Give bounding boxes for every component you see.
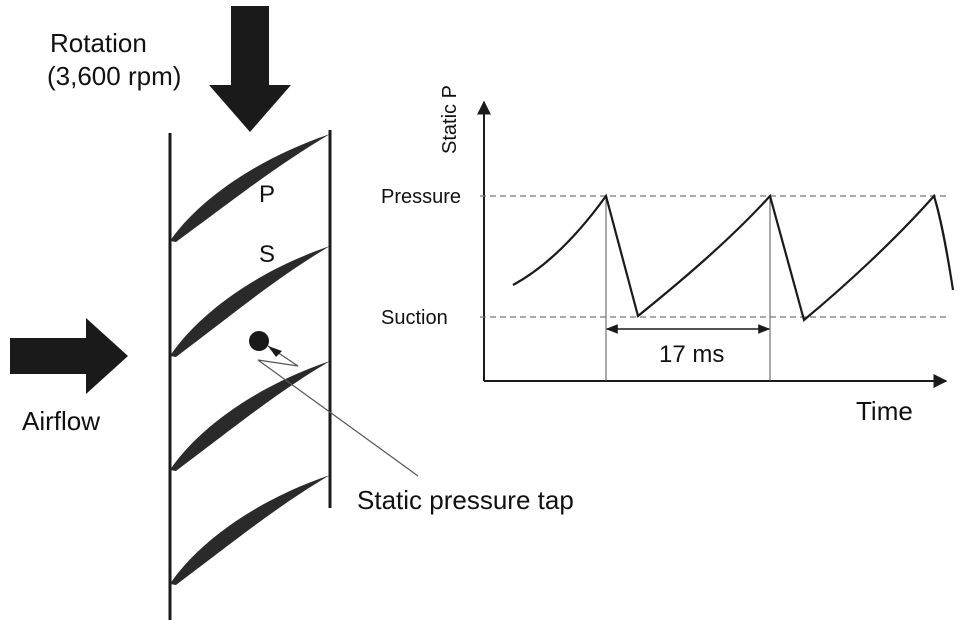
pressure-level-label: Pressure — [381, 186, 461, 208]
blade-1 — [170, 134, 330, 242]
rotation-arrow — [209, 6, 291, 132]
pressure-side-label: P — [259, 181, 275, 208]
pressure-waveform — [512, 193, 955, 322]
pressure-tap-leader — [257, 345, 419, 477]
rotation-speed: (3,600 rpm) — [47, 61, 181, 91]
pressure-tap-label: Static pressure tap — [357, 485, 574, 515]
blade-2 — [170, 246, 330, 357]
rotation-title: Rotation — [50, 28, 147, 58]
pressure-tap-dot — [249, 331, 269, 351]
blade-row — [170, 134, 330, 585]
suction-side-label: S — [259, 241, 275, 268]
airflow-label: Airflow — [22, 406, 100, 436]
airflow-arrow — [10, 318, 128, 394]
blade-4 — [170, 475, 330, 585]
graph-x-axis-label: Time — [856, 396, 913, 426]
suction-level-label: Suction — [381, 307, 448, 329]
period-label: 17 ms — [659, 341, 724, 368]
graph-y-axis-label: Static P — [439, 85, 461, 154]
blade-3 — [170, 361, 330, 471]
